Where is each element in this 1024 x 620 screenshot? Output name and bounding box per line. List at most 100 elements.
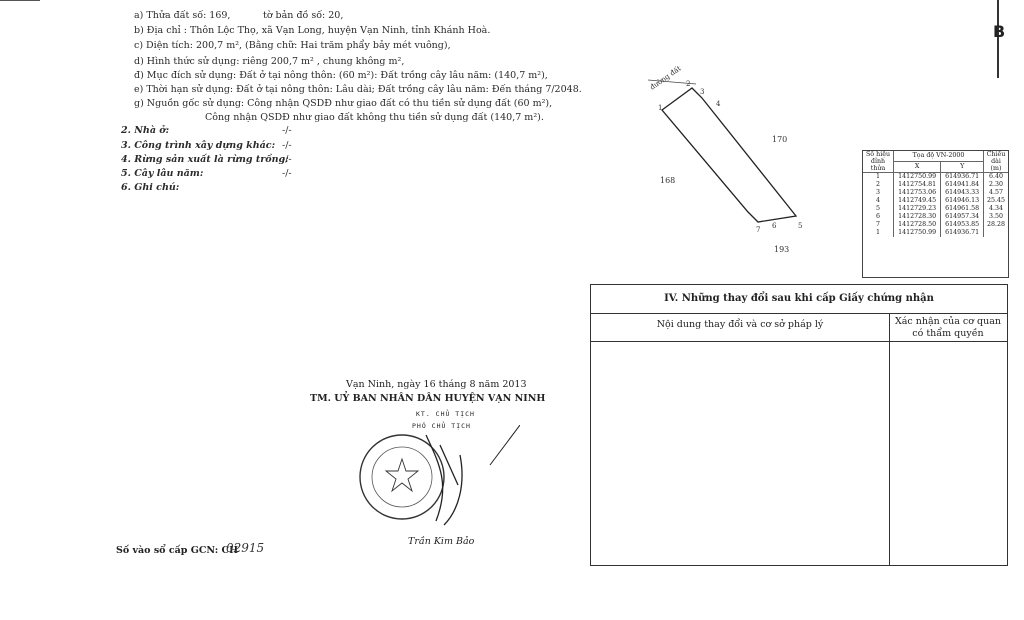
header-rule: [0, 0, 40, 3]
neighbor-parcel-west: 168: [660, 176, 675, 185]
coord-cell-len: 2.30: [983, 181, 1008, 189]
confirmation-line-1: Xác nhận của cơ quan: [895, 316, 1001, 327]
coord-cell-y: 614946.13: [940, 197, 984, 205]
coord-cell-id: 7: [875, 221, 880, 228]
usage-term: e) Thời hạn sử dụng: Đất ở tại nông thôn…: [134, 84, 582, 95]
coord-cell-y: 614961.58: [940, 205, 984, 213]
neighbor-parcel-north: 170: [772, 135, 787, 144]
vertex-label: 7: [756, 226, 760, 234]
parcel-outline: [661, 87, 798, 223]
road-label: đường đất: [648, 64, 683, 92]
signature-stroke: [489, 425, 520, 466]
section-value: -/-: [282, 140, 292, 151]
coord-cell-x: 1412728.50: [892, 221, 941, 229]
area: c) Diện tích: 200,7 m², (Bằng chữ: Hai t…: [134, 40, 451, 51]
coordinate-table: Số hiệu đỉnh thửa Tọa độ VN-2000 Chiều d…: [862, 150, 1009, 278]
vertex-label: 1: [658, 104, 662, 112]
vertex-label: 6: [772, 222, 777, 230]
signer-role-1: KT. CHỦ TỊCH: [416, 410, 475, 418]
column-divider: [889, 313, 890, 565]
coord-cell-y: 614953.85: [940, 221, 984, 229]
usage-purpose: đ) Mục đích sử dụng: Đất ở tại nông thôn…: [134, 70, 548, 81]
official-seal: [359, 425, 520, 526]
coord-cell-len: 4.57: [983, 189, 1008, 197]
coord-cell-x: 1412749.45: [892, 197, 941, 205]
coord-cell-y: 614941.84: [940, 181, 984, 189]
vertex-label: 3: [700, 88, 704, 96]
coord-cell-len: [983, 229, 1008, 237]
section-value: -/-: [282, 168, 292, 179]
coord-cell-x: 1412754.81: [892, 181, 941, 189]
changes-table: IV. Những thay đổi sau khi cấp Giấy chứn…: [590, 284, 1008, 566]
changes-column-confirmation: Xác nhận của cơ quan có thẩm quyền: [889, 316, 1007, 340]
section-value: -/-: [282, 154, 292, 165]
coord-cell-x: 1412753.06: [892, 189, 941, 197]
coord-cell-y: 614943.33: [940, 189, 984, 197]
road-edge: [647, 79, 697, 85]
coord-cell-y: 614957.34: [940, 213, 984, 221]
coord-cell-x: 1412750.99: [892, 172, 941, 181]
coord-cell-id: 3: [875, 189, 880, 196]
coord-header-system: Tọa độ VN-2000: [893, 151, 984, 162]
coord-cell-x: 1412728.30: [892, 213, 941, 221]
coord-cell-id: 2: [875, 181, 880, 188]
vertex-label: 4: [716, 100, 721, 108]
registry-label: Số vào sổ cấp GCN: CH: [116, 545, 239, 556]
coord-cell-id: 4: [875, 197, 880, 204]
coord-cell-len: 25.45: [983, 197, 1008, 205]
section-label: 5. Cây lâu năm:: [121, 168, 204, 179]
section-label: 3. Công trình xây dựng khác:: [121, 140, 276, 151]
star-icon: [384, 457, 420, 493]
coord-cell-len: 4.34: [983, 205, 1008, 213]
coord-cell-id: 6: [875, 213, 880, 220]
neighbor-parcel-south: 193: [774, 245, 789, 254]
coord-cell-id: 5: [875, 205, 880, 212]
signing-date: Vạn Ninh, ngày 16 tháng 8 năm 2013: [346, 379, 527, 390]
signature-stroke: [425, 434, 463, 526]
coord-header-y: Y: [940, 161, 984, 174]
coord-header-x: X: [892, 161, 941, 174]
coord-cell-x: 1412729.23: [892, 205, 941, 213]
address: b) Địa chỉ : Thôn Lộc Thọ, xã Vạn Long, …: [134, 25, 491, 36]
vertex-label: 5: [798, 222, 802, 230]
coord-cell-len: 6.40: [983, 172, 1008, 181]
parcel-map: đường đất 1 2 3 4 5 6 7 170 168 193: [647, 64, 802, 254]
coord-cell-id: 1: [875, 173, 880, 180]
section-label: 6. Ghi chú:: [121, 182, 180, 193]
coord-cell-x: 1412750.99: [892, 229, 941, 237]
coord-cell-len: 28.28: [983, 221, 1008, 229]
usage-origin: g) Nguồn gốc sử dụng: Công nhận QSDĐ như…: [134, 98, 553, 109]
coord-cell-id: 1: [875, 229, 880, 236]
coord-header-vertex: Số hiệu đỉnh thửa: [863, 151, 894, 173]
header-divider: [591, 341, 1007, 342]
margin-marker: [997, 0, 999, 78]
coord-cell-y: 614936.71: [940, 172, 984, 181]
usage-origin-2: Công nhận QSDĐ như giao đất không thu ti…: [205, 112, 544, 123]
margin-letter: B: [993, 22, 1006, 41]
usage-form: d) Hình thức sử dụng: riêng 200,7 m² , c…: [134, 56, 405, 67]
registry-number: 02915: [226, 541, 265, 555]
signing-organization: TM. UỶ BAN NHÂN DÂN HUYỆN VẠN NINH: [310, 393, 546, 404]
changes-title: IV. Những thay đổi sau khi cấp Giấy chứn…: [591, 285, 1007, 314]
coord-cell-y: 614936.71: [940, 229, 984, 237]
signer-role-2: PHÓ CHỦ TỊCH: [412, 422, 471, 430]
section-label: 4. Rừng sản xuất là rừng trồng:: [121, 154, 289, 165]
section-value: -/-: [282, 125, 292, 136]
signer-name: Trần Kim Bảo: [408, 536, 475, 547]
changes-column-content: Nội dung thay đổi và cơ sở pháp lý: [656, 319, 824, 330]
parcel-number: a) Thửa đất số: 169,: [134, 10, 231, 21]
coord-header-length: Chiều dài (m): [983, 151, 1008, 173]
confirmation-line-2: có thẩm quyền: [912, 328, 984, 339]
map-sheet: tờ bản đồ số: 20,: [263, 10, 344, 21]
section-label: 2. Nhà ở:: [121, 125, 170, 136]
coord-cell-len: 3.50: [983, 213, 1008, 221]
